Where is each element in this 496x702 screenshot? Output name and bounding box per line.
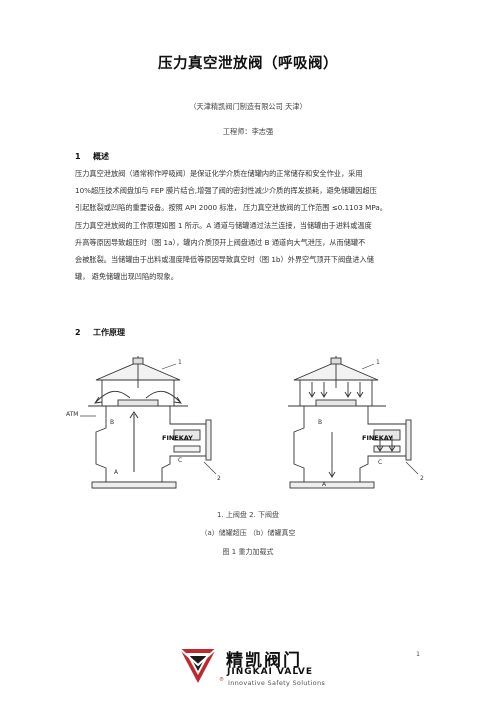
logo-chinese-name: 精凯阀门: [226, 651, 302, 671]
company-logo: 精凯阀门 JINGKAI VALVE ® Innovative Safety S…: [176, 643, 326, 689]
valve-diagram-a: ATM 1 B C A 2 FINEKAY: [66, 356, 221, 489]
paragraph-line: 10%超压技术阀盘加与 FEP 膜片结合,增强了阀的密封性减少介质的挥发损耗，避…: [75, 186, 377, 196]
page-number: 1: [416, 651, 420, 658]
label-a: A: [322, 481, 327, 488]
section-2-number: 2: [75, 328, 81, 337]
paragraph-line: 压力真空泄放阀（通常称作呼吸阀）是保证化学介质在储罐内的正常储存和安全作业，采用: [75, 169, 363, 178]
figure-b-vacuum: 1 B C A 2 FINEKAY: [282, 352, 432, 492]
logo-mark-icon: [179, 648, 217, 683]
figure-a-overpressure: ATM 1 B C A 2 FINEKAY: [66, 352, 226, 492]
label-2: 2: [420, 475, 424, 482]
section-2-heading: 2 工作原理: [75, 327, 125, 338]
document-title: 压力真空泄放阀（呼吸阀）: [158, 56, 338, 72]
company-line: （天津精凯阀门制造有限公司 天津）: [189, 102, 307, 111]
section-1-title: 概述: [93, 152, 109, 161]
paragraph-line: 升高等原因导致超压时（图 1a），罐内介质顶开上阀盘通过 B 通道向大气泄压，从…: [75, 237, 366, 247]
logo-registered-mark: ®: [219, 677, 224, 683]
label-a: A: [114, 469, 119, 476]
logo-tagline: Innovative Safety Solutions: [228, 679, 326, 687]
label-1: 1: [178, 359, 182, 366]
section-1-paragraph: 压力真空泄放阀（通常称作呼吸阀）是保证化学介质在储罐内的正常储存和安全作业，采用…: [75, 165, 423, 285]
section-1-heading: 1 概述: [75, 151, 109, 162]
figure-sub-caption: （a）储罐超压 （b）储罐真空: [200, 529, 296, 537]
valve-brand-label: FINEKAY: [362, 434, 393, 442]
paragraph-line: 罐， 避免储罐出现凹陷的现象。: [75, 272, 178, 282]
figure-title-caption: 图 1 重力加载式: [222, 548, 274, 556]
valve-brand-label: FINEKAY: [162, 434, 193, 442]
label-atm: ATM: [66, 411, 78, 418]
section-2-title: 工作原理: [93, 328, 125, 337]
valve-diagram-b: 1 B C A 2 FINEKAY: [288, 356, 424, 489]
label-b: B: [110, 419, 114, 426]
paragraph-line: 压力真空泄放阀的工作原理如图 1 所示。A 通道与储罐通过法兰连接，当储罐由于进…: [75, 220, 372, 230]
figure-parts-caption: 1. 上阀盘 2. 下阀盘: [216, 511, 280, 519]
section-1-number: 1: [75, 152, 81, 161]
paragraph-line: 会被胀裂。当储罐由于出料或温度降低等原因导致真空时（图 1b）外界空气顶开下阀盘…: [75, 255, 374, 265]
logo-english-name: JINGKAI VALVE: [227, 667, 313, 677]
label-c: C: [178, 457, 182, 464]
label-b: B: [318, 419, 322, 426]
label-c: C: [378, 459, 382, 466]
paragraph-line: 引起胀裂或凹陷的重要设备。按照 API 2000 标准， 压力真空泄放阀的工作范…: [75, 203, 387, 213]
label-1: 1: [376, 359, 380, 366]
label-2: 2: [217, 475, 221, 482]
author-line: 工程师：李志强: [222, 127, 274, 136]
